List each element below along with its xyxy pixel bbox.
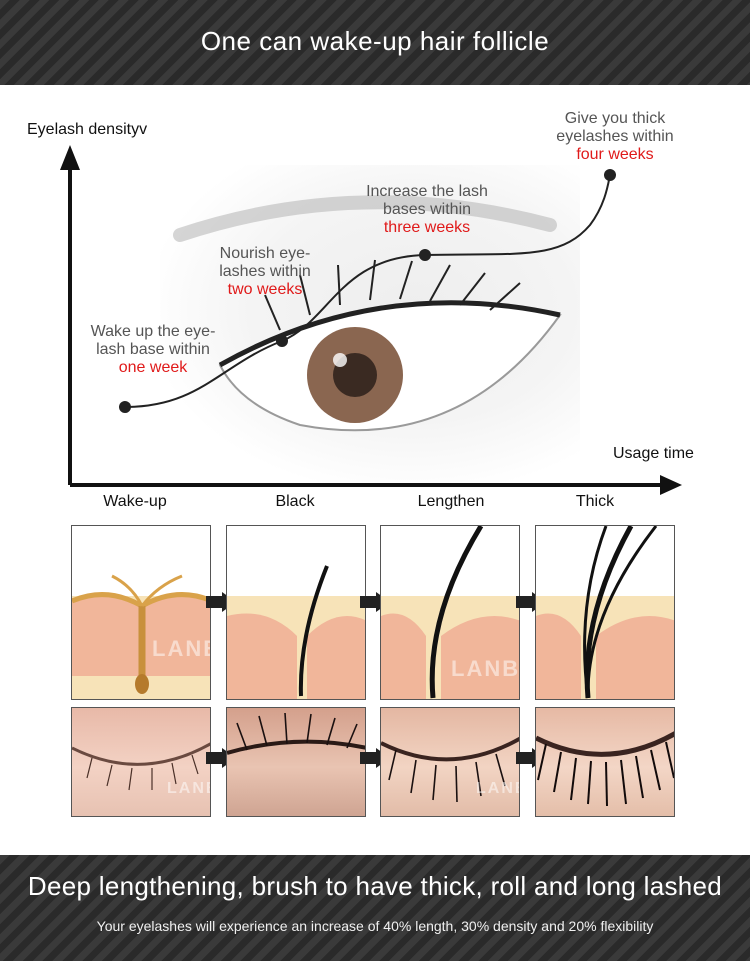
eye-photo-lengthen: LANBENA: [380, 707, 520, 817]
growth-curve: [124, 174, 611, 408]
top-banner: One can wake-up hair follicle: [0, 0, 750, 85]
footer-subtext: Your eyelashes will experience an increa…: [96, 918, 654, 934]
follicle-diagram-wake-up: LANBENA: [71, 525, 211, 700]
follicle-diagram-lengthen: LANBENA: [380, 525, 520, 700]
note-three-weeks: Increase the lash bases within three wee…: [366, 183, 488, 236]
point-three-weeks: [419, 249, 431, 261]
footer-headline: Deep lengthening, brush to have thick, r…: [27, 871, 723, 901]
density-chart: Eyelash densityv Usage time Wake up the …: [0, 85, 750, 515]
step-label-thick: Thick: [575, 493, 615, 510]
banner-title: One can wake-up hair follicle: [200, 26, 550, 56]
y-axis-arrow: [60, 145, 80, 170]
step-label-lengthen: Lengthen: [417, 493, 485, 510]
point-one-week: [119, 401, 131, 413]
point-two-weeks: [276, 335, 288, 347]
follicle-diagram-thick: [535, 525, 675, 700]
eye-photo-thick: [535, 707, 675, 817]
step-label-black: Black: [275, 493, 315, 510]
note-four-weeks: Give you thick eyelashes within four wee…: [556, 110, 674, 163]
chart-axes: [60, 145, 682, 495]
step-label-wake-up: Wake-up: [103, 493, 167, 510]
note-one-week: Wake up the eye- lash base within one we…: [90, 323, 216, 376]
watermark-text: LANBENA: [167, 780, 210, 797]
x-axis-label: Usage time: [613, 445, 694, 462]
eye-illustration: [173, 195, 562, 432]
follicle-diagram-black: [226, 525, 366, 700]
eye-photo-black: [226, 707, 366, 817]
watermark-text: LANBENA: [451, 656, 520, 681]
note-two-weeks: Nourish eye- lashes within two weeks: [219, 245, 311, 298]
y-axis-label: Eyelash densityv: [27, 121, 148, 138]
watermark-text: LANBENA: [152, 636, 210, 661]
x-axis-arrow: [660, 475, 682, 495]
eye-photo: [160, 165, 580, 485]
bottom-banner: Deep lengthening, brush to have thick, r…: [0, 855, 750, 961]
eye-photo-wake-up: LANBENA: [71, 707, 211, 817]
point-four-weeks: [604, 169, 616, 181]
watermark-text: LANBENA: [476, 780, 519, 797]
